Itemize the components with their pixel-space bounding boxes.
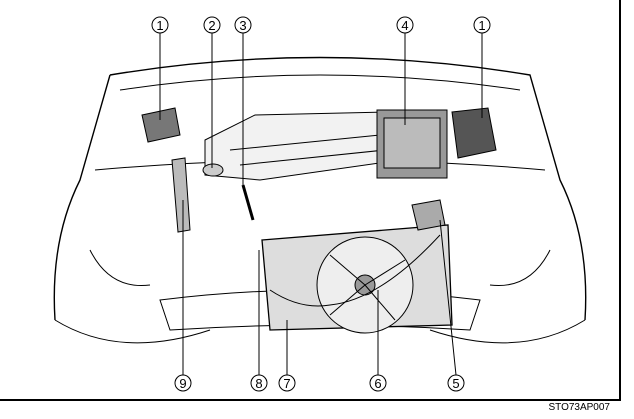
- svg-text:1: 1: [478, 18, 485, 33]
- oil-filler-cap: [202, 163, 224, 177]
- svg-text:2: 2: [208, 18, 215, 33]
- callout-8: 8: [250, 374, 268, 392]
- dipstick: [241, 184, 255, 221]
- callout-6: 6: [369, 374, 387, 392]
- callout-2: 2: [203, 16, 221, 34]
- coolant-reservoir: [411, 199, 446, 231]
- svg-text:5: 5: [452, 376, 459, 391]
- svg-text:1: 1: [156, 18, 163, 33]
- svg-text:7: 7: [283, 376, 290, 391]
- fuse-box-left: [141, 107, 181, 143]
- engine-cover: [204, 111, 401, 181]
- callout-1-top: 1: [151, 16, 169, 34]
- fuse-box-right: [451, 107, 497, 159]
- svg-text:4: 4: [401, 18, 408, 33]
- callout-9: 9: [174, 374, 192, 392]
- svg-text:6: 6: [374, 376, 381, 391]
- callout-7: 7: [278, 374, 296, 392]
- callout-3: 3: [234, 16, 252, 34]
- svg-text:8: 8: [255, 376, 262, 391]
- figure-frame: [0, 0, 621, 401]
- hood-outline: [53, 56, 587, 321]
- svg-text:3: 3: [239, 18, 246, 33]
- callout-5: 5: [447, 374, 465, 392]
- figure-code: STO73AP007: [548, 402, 610, 413]
- washer-tank: [171, 157, 191, 233]
- callout-4: 4: [396, 16, 414, 34]
- callout-1-right: 1: [473, 16, 491, 34]
- svg-text:9: 9: [179, 376, 186, 391]
